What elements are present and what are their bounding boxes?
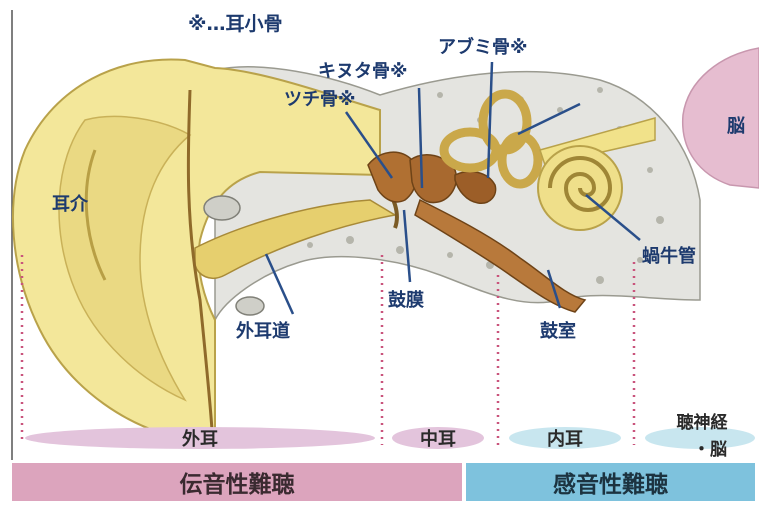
region-label-middle-ear: 中耳	[420, 428, 456, 450]
label-auricle: 耳介	[52, 193, 89, 215]
label-cochlea: 蝸牛管	[642, 245, 696, 267]
bone-oval-lower	[236, 297, 264, 315]
sensorineural-hearing-loss-label: 感音性難聴	[553, 465, 668, 499]
label-tympanic-cavity: 鼓室	[540, 320, 576, 342]
label-stapes: アブミ骨※	[438, 36, 528, 58]
label-brain: 脳	[727, 116, 745, 137]
sensorineural-hearing-loss-bar: 感音性難聴	[466, 463, 755, 501]
brain-shape	[683, 48, 759, 188]
label-ear-canal: 外耳道	[236, 320, 290, 342]
bone-oval-upper	[204, 196, 240, 220]
conductive-hearing-loss-label: 伝音性難聴	[180, 465, 295, 499]
conductive-hearing-loss-bar: 伝音性難聴	[12, 463, 462, 501]
region-label-auditory-nerve-2: ・脳	[693, 440, 727, 460]
region-label-outer-ear: 外耳	[182, 428, 218, 450]
label-eardrum: 鼓膜	[388, 289, 424, 311]
label-incus: キヌタ骨※	[318, 61, 408, 82]
region-label-auditory-nerve-1: 聴神経	[677, 412, 729, 433]
region-label-inner-ear: 内耳	[547, 428, 583, 450]
cochlea-shape	[538, 146, 622, 230]
label-ossicles-note: ※…耳小骨	[188, 13, 282, 35]
label-malleus: ツチ骨※	[284, 89, 356, 110]
